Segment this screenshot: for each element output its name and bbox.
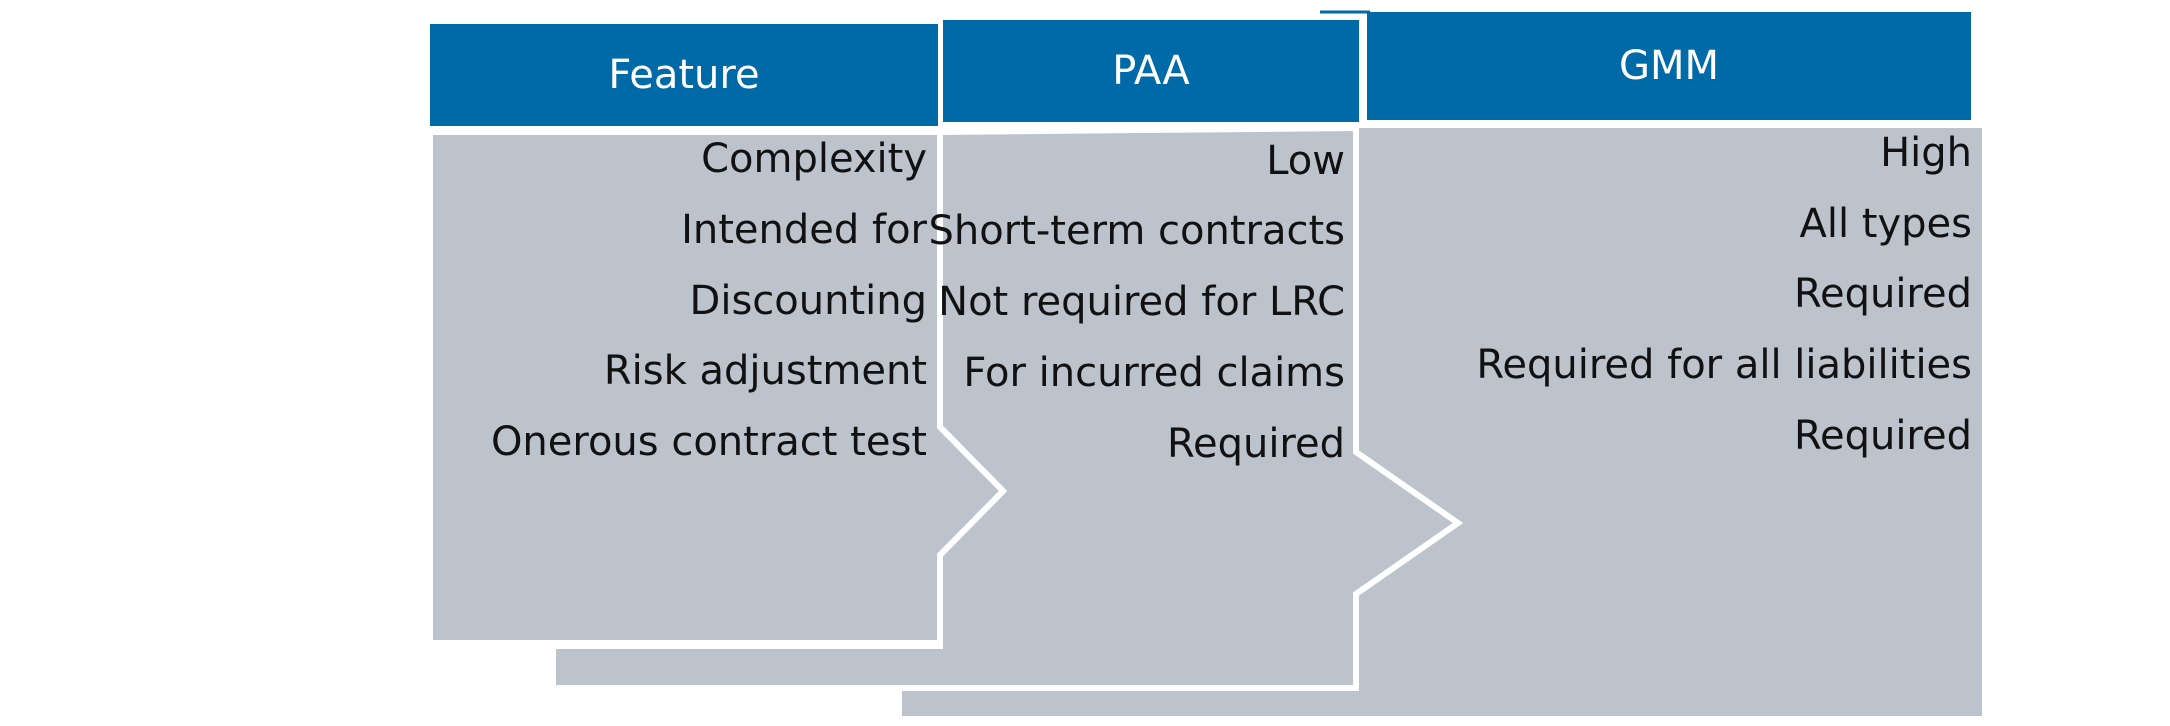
header-feature-label: Feature [608, 52, 760, 98]
paa-column: Low Short-term contracts Not required fo… [929, 0, 1345, 726]
gmm-row: All types [1799, 201, 1973, 247]
feature-row: Onerous contract test [490, 419, 927, 465]
gmm-row: High [1880, 130, 1972, 176]
paa-row: For incurred claims [963, 350, 1345, 396]
header-feature: Feature [430, 24, 938, 126]
feature-row: Complexity [701, 136, 927, 182]
header-gmm-label: GMM [1618, 43, 1720, 89]
feature-row: Discounting [689, 278, 927, 324]
gmm-body [902, 128, 1982, 716]
feature-row: Risk adjustment [603, 348, 927, 394]
header-paa: PAA [943, 20, 1359, 122]
gmm-row: Required for all liabilities [1476, 342, 1972, 388]
feature-row: Intended for [681, 207, 927, 253]
paa-row: Required [1166, 421, 1345, 467]
feature-body [427, 129, 1008, 646]
header-gmm: GMM [1367, 12, 1971, 120]
header-paa-label: PAA [1112, 48, 1190, 94]
paa-row: Not required for LRC [938, 279, 1345, 325]
paa-row: Low [1266, 138, 1345, 184]
paa-row: Short-term contracts [928, 208, 1345, 254]
gmm-row: Required [1793, 271, 1972, 317]
gmm-column: High All types Required Required for all… [1360, 0, 1972, 726]
feature-column: Complexity Intended for Discounting Risk… [430, 0, 927, 726]
gmm-row: Required [1793, 413, 1972, 459]
